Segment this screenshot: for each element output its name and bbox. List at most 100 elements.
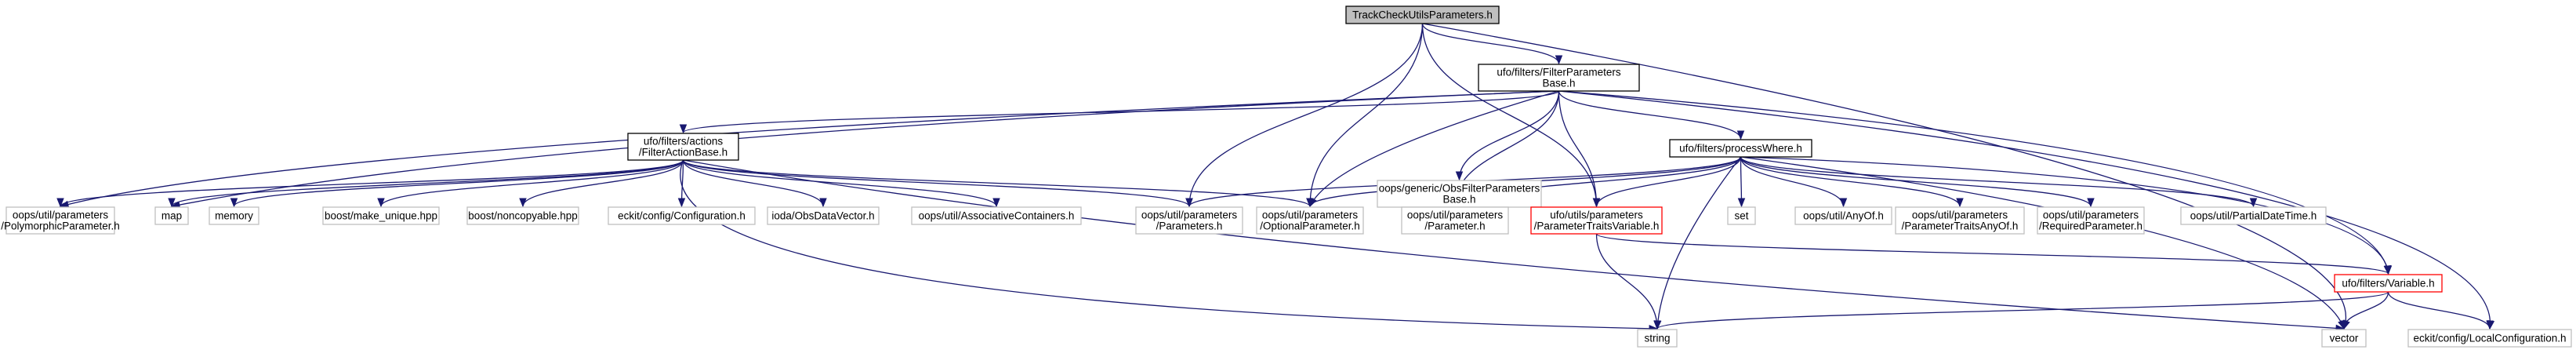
node-memory: memory xyxy=(209,206,259,225)
node-label-line: /ParameterTraitsAnyOf.h xyxy=(1902,220,2019,232)
node-label-line: oops/util/parameters xyxy=(13,209,109,221)
node-map: map xyxy=(154,206,189,225)
node-parametertraitsvariable[interactable]: ufo/utils/parameters/ParameterTraitsVari… xyxy=(1530,206,1663,235)
edge-TrackCheckUtilsParameters-to-OptionalParameter xyxy=(1309,23,1424,207)
node-string: string xyxy=(1637,329,1678,348)
node-label-line: /ParameterTraitsVariable.h xyxy=(1534,220,1660,232)
arrowhead-vector xyxy=(2340,320,2348,330)
edge-ParameterTraitsVariable-to-Variable xyxy=(1595,233,2389,275)
node-label-line: /Parameter.h xyxy=(1424,220,1485,232)
edge-FilterActionBase-to-OptionalParameter xyxy=(682,159,1311,207)
arrowhead-FilterActionBase xyxy=(679,124,688,134)
node-label-line: /Parameters.h xyxy=(1156,220,1223,232)
node-label-line: set xyxy=(1734,210,1748,222)
arrowhead-AnyOf xyxy=(1839,198,1848,208)
dependency-edges xyxy=(56,23,2495,333)
node-box xyxy=(627,133,739,161)
edge-FilterActionBase-to-make_unique xyxy=(380,159,684,207)
node-box xyxy=(1345,5,1500,24)
node-processwhere[interactable]: ufo/filters/processWhere.h xyxy=(1669,139,1812,158)
edge-FilterParametersBase-to-OptionalParameter xyxy=(1309,90,1559,207)
node-requiredparameter: oops/util/parameters/RequiredParameter.h xyxy=(2037,206,2145,235)
edge-FilterActionBase-to-string xyxy=(680,159,1658,330)
node-label-line: /PolymorphicParameter.h xyxy=(1,220,120,232)
edge-processWhere-to-PartialDateTime xyxy=(1740,156,2255,207)
node-label-line: /OptionalParameter.h xyxy=(1260,220,1360,232)
edge-TrackCheckUtilsParameters-to-Parameters xyxy=(1188,23,1424,207)
node-label-line: oops/util/parameters xyxy=(1407,209,1504,221)
node-box xyxy=(5,206,115,235)
node-box xyxy=(767,206,880,225)
node-label-line: oops/util/parameters xyxy=(1912,209,2008,221)
arrowhead-map xyxy=(168,198,176,208)
node-filteractionbase[interactable]: ufo/filters/actions/FilterActionBase.h xyxy=(627,133,739,161)
edge-FilterParametersBase-to-ParameterTraitsVariable xyxy=(1558,90,1598,207)
node-label-line: ufo/filters/actions xyxy=(644,136,724,148)
node-box xyxy=(2334,274,2443,293)
node-label-line: oops/util/PartialDateTime.h xyxy=(2190,210,2317,222)
arrowhead-RequiredParameter xyxy=(2087,198,2095,208)
node-optionalparameter: oops/util/parameters/OptionalParameter.h xyxy=(1256,206,1364,235)
arrowhead-AssociativeContainers xyxy=(992,198,1000,208)
node-box xyxy=(1478,64,1640,92)
edge-processWhere-to-vector xyxy=(1740,156,2345,330)
edge-TrackCheckUtilsParameters-to-FilterParametersBase xyxy=(1421,23,1560,64)
node-box xyxy=(2321,329,2367,348)
node-box xyxy=(1377,180,1542,208)
arrowhead-memory xyxy=(230,198,238,208)
node-trackcheckutilsparameters: TrackCheckUtilsParameters.h xyxy=(1345,5,1500,24)
edge-processWhere-to-string xyxy=(1656,156,1742,330)
node-label-line: ufo/filters/FilterParameters xyxy=(1497,67,1621,78)
edge-processWhere-to-RequiredParameter xyxy=(1740,156,2092,207)
edge-FilterActionBase-to-vector xyxy=(683,159,2345,330)
node-box xyxy=(1895,206,2025,235)
node-label-line: string xyxy=(1644,333,1670,344)
edge-FilterActionBase-to-ObsDataVector xyxy=(682,159,824,207)
node-label-line: eckit/config/LocalConfiguration.h xyxy=(2413,333,2566,344)
node-label-line: map xyxy=(161,210,182,222)
node-partialdatetime: oops/util/PartialDateTime.h xyxy=(2180,206,2327,225)
arrowhead-ParameterTraitsVariable xyxy=(1592,198,1601,208)
arrowhead-OptionalParameter xyxy=(1306,198,1314,208)
edge-FilterParametersBase-to-ObsFilterParametersBase xyxy=(1458,90,1560,180)
arrowhead-string xyxy=(1653,320,1661,330)
node-box xyxy=(1256,206,1364,235)
arrowhead-noncopyable xyxy=(519,198,527,208)
node-box xyxy=(911,206,1082,225)
node-parametertraitsanyof: oops/util/parameters/ParameterTraitsAnyO… xyxy=(1895,206,2025,235)
edge-FilterActionBase-to-Parameters xyxy=(682,159,1190,207)
arrowhead-Parameters xyxy=(1185,198,1193,208)
edge-FilterParametersBase-to-Variable xyxy=(1558,90,2389,275)
node-label-line: vector xyxy=(2330,333,2359,344)
node-label-line: oops/util/parameters xyxy=(1141,209,1238,221)
edge-TrackCheckUtilsParameters-to-ParameterTraitsVariable xyxy=(1421,23,1598,207)
arrowhead-ObsFilterParametersBase xyxy=(1455,171,1464,181)
edge-Variable-to-string xyxy=(1656,291,2389,330)
node-label-line: oops/generic/ObsFilterParameters xyxy=(1379,183,1540,195)
node-box xyxy=(322,206,440,225)
node-label-line: boost/noncopyable.hpp xyxy=(468,210,578,222)
node-polymorphicparameter: oops/util/parameters/PolymorphicParamete… xyxy=(1,206,120,235)
node-box xyxy=(1401,206,1509,235)
node-label-line: boost/make_unique.hpp xyxy=(325,210,437,222)
edge-processWhere-to-AnyOf xyxy=(1740,156,1845,207)
node-box xyxy=(2180,206,2327,225)
arrowhead-FilterParametersBase xyxy=(1555,55,1563,65)
node-label-line: Base.h xyxy=(1542,78,1575,89)
arrowhead-make_unique xyxy=(377,198,385,208)
node-vector: vector xyxy=(2321,329,2367,348)
node-label-line: oops/util/AssociativeContainers.h xyxy=(919,210,1075,222)
edge-FilterParametersBase-to-PolymorphicParameter xyxy=(60,90,1559,207)
node-label-line: Base.h xyxy=(1442,194,1475,206)
edge-FilterActionBase-to-PolymorphicParameter xyxy=(60,159,684,207)
arrowhead-PartialDateTime xyxy=(2249,198,2258,208)
arrowhead-set xyxy=(1737,198,1746,208)
node-make_unique: boost/make_unique.hpp xyxy=(322,206,440,225)
node-label-line: oops/util/parameters xyxy=(1262,209,1359,221)
node-box xyxy=(1794,206,1892,225)
node-label-line: /FilterActionBase.h xyxy=(639,147,727,158)
node-variable[interactable]: ufo/filters/Variable.h xyxy=(2334,274,2443,293)
arrowhead-ParameterTraitsAnyOf xyxy=(1956,198,1964,208)
